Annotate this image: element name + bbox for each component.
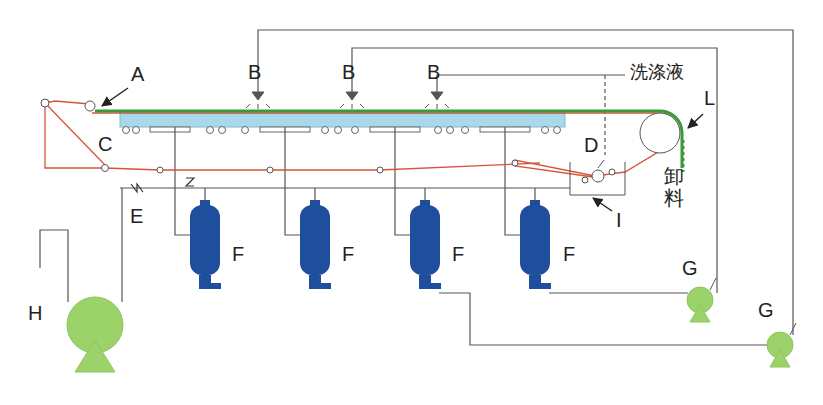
callout-label: F xyxy=(342,244,354,264)
callout-label: B xyxy=(427,62,440,82)
callout-label: G xyxy=(758,300,774,320)
callout-label: B xyxy=(248,62,261,82)
callout-label: E xyxy=(130,206,143,226)
callout-label: A xyxy=(131,64,144,84)
callout-label: 卸料 xyxy=(664,165,684,209)
callout-label: F xyxy=(232,244,244,264)
callout-label: D xyxy=(584,135,598,155)
callout-label: F xyxy=(563,244,575,264)
callout-label: 洗涤液 xyxy=(630,63,684,81)
callout-label: B xyxy=(342,62,355,82)
callout-label: F xyxy=(452,244,464,264)
callout-label: C xyxy=(98,134,112,154)
callout-label: L xyxy=(704,88,715,108)
callout-label: I xyxy=(616,210,622,230)
callout-label: G xyxy=(682,258,698,278)
callout-label: H xyxy=(28,303,42,323)
